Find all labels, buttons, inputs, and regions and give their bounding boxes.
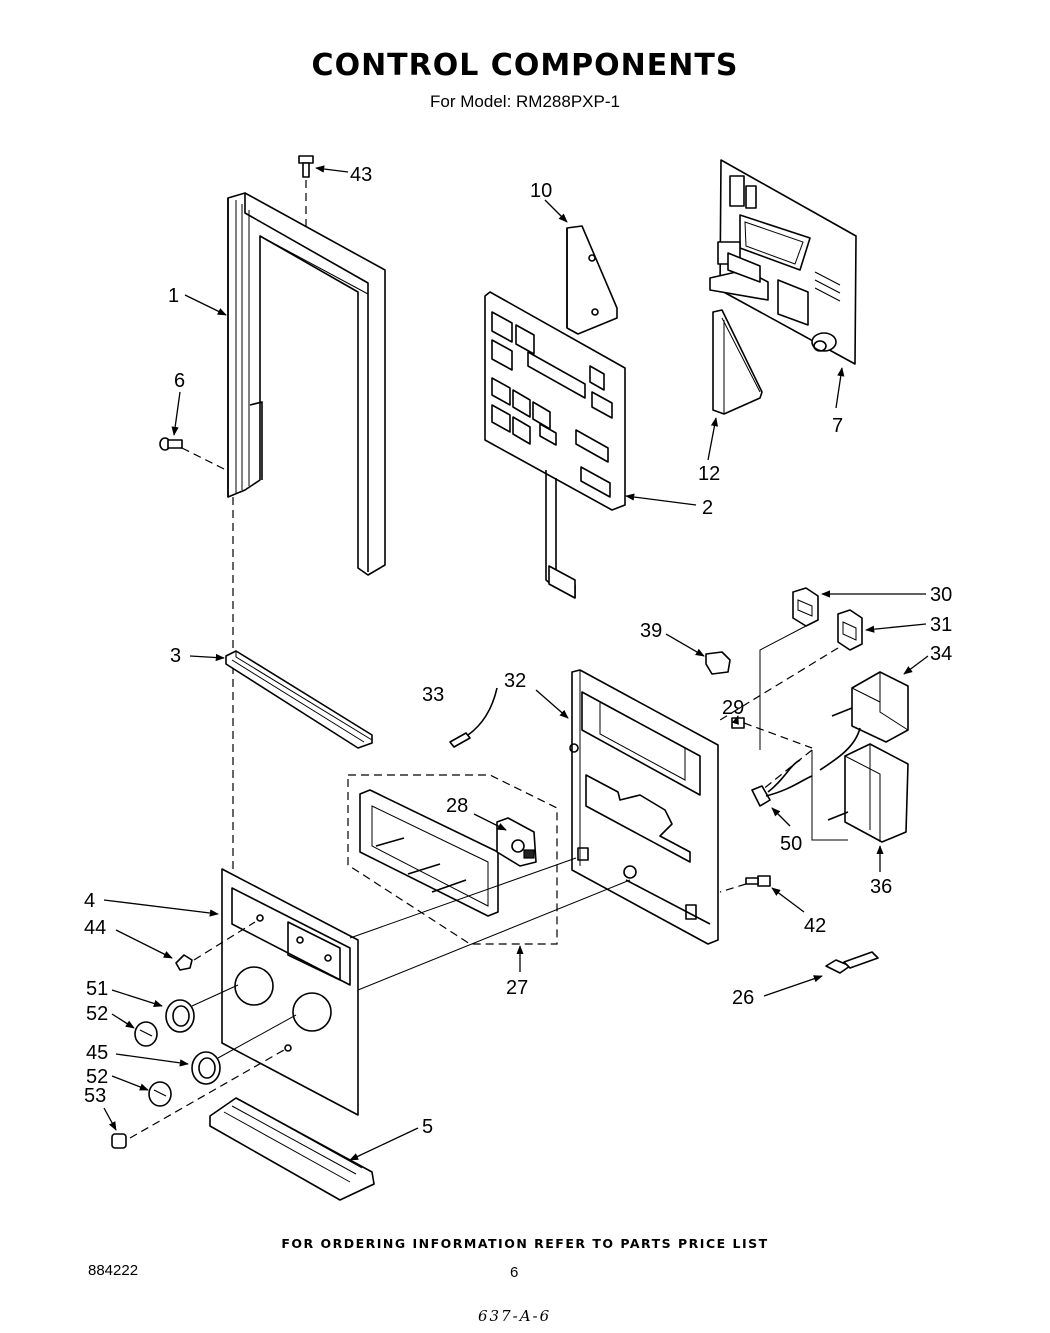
part-31-clip	[719, 609, 863, 721]
callout-5: 5	[422, 1116, 433, 1138]
callout-53: 53	[84, 1085, 106, 1107]
callout-12: 12	[698, 463, 720, 485]
part-34-transformer	[761, 671, 909, 791]
callout-2: 2	[702, 497, 713, 519]
ordering-info-note: FOR ORDERING INFORMATION REFER TO PARTS …	[281, 1236, 769, 1251]
part-1-control-housing-frame	[227, 192, 386, 870]
callout-52b: 52	[86, 1066, 108, 1088]
callout-29: 29	[722, 697, 744, 719]
callout-6: 6	[174, 370, 185, 392]
callout-7: 7	[832, 415, 843, 437]
part-53-knob-cap	[111, 1049, 285, 1149]
callout-34: 34	[930, 643, 952, 665]
part-36-transformer	[811, 743, 909, 843]
part-30-clip	[759, 587, 819, 750]
part-28-switch	[496, 817, 537, 867]
callout-45: 45	[86, 1042, 108, 1064]
part-44-clip	[175, 921, 256, 971]
callout-10: 10	[530, 180, 552, 202]
part-45-knob-ring	[191, 1014, 297, 1085]
part-2-touch-control-panel	[484, 291, 626, 599]
callout-33: 33	[422, 684, 444, 706]
document-number: 884222	[88, 1262, 139, 1279]
part-10-bracket	[566, 225, 618, 335]
part-27-dashed-assembly-outline	[347, 774, 558, 945]
handwritten-code: 637-A-6	[478, 1307, 552, 1325]
part-5-bottom-trim	[209, 1097, 375, 1201]
callout-28: 28	[446, 795, 468, 817]
callout-1: 1	[168, 285, 179, 307]
part-43-screw	[298, 155, 314, 228]
part-6-screw	[159, 437, 227, 471]
callout-52a: 52	[86, 1003, 108, 1025]
callout-26: 26	[732, 987, 754, 1009]
part-52-knob-upper	[134, 1021, 158, 1047]
model-subtitle: For Model: RM288PXP-1	[430, 92, 620, 111]
callout-43: 43	[350, 164, 372, 186]
part-42-screw	[719, 875, 771, 893]
callout-50: 50	[780, 833, 802, 855]
callout-30: 30	[930, 584, 952, 606]
callout-31: 31	[930, 614, 952, 636]
page-number: 6	[510, 1264, 519, 1281]
callout-leaders	[103, 165, 929, 1161]
part-26-fuse	[825, 951, 879, 974]
part-39-connector	[705, 651, 731, 675]
part-51-knob-ring	[165, 984, 239, 1033]
part-33-sensor-wire	[449, 687, 498, 748]
callout-36: 36	[870, 876, 892, 898]
callout-3: 3	[170, 645, 181, 667]
callout-44: 44	[84, 917, 106, 939]
part-52-knob-lower	[148, 1081, 172, 1107]
callout-32: 32	[504, 670, 526, 692]
page-title: CONTROL COMPONENTS	[311, 48, 739, 83]
callout-labels: 43 1 6 10 7 12 2 3 30 31 39 34 32 33 29 …	[84, 164, 952, 1138]
part-7-control-board	[709, 159, 857, 365]
part-50-thermistor	[751, 759, 813, 807]
part-29-terminal	[731, 717, 813, 749]
callout-4: 4	[84, 890, 95, 912]
callout-27: 27	[506, 977, 528, 999]
callout-39: 39	[640, 620, 662, 642]
part-3-trim-strip	[225, 650, 373, 749]
callout-42: 42	[804, 915, 826, 937]
part-4-front-panel	[221, 857, 631, 1116]
part-12-bracket	[712, 309, 763, 415]
callout-51: 51	[86, 978, 108, 1000]
part-32-mounting-plate	[569, 669, 719, 945]
